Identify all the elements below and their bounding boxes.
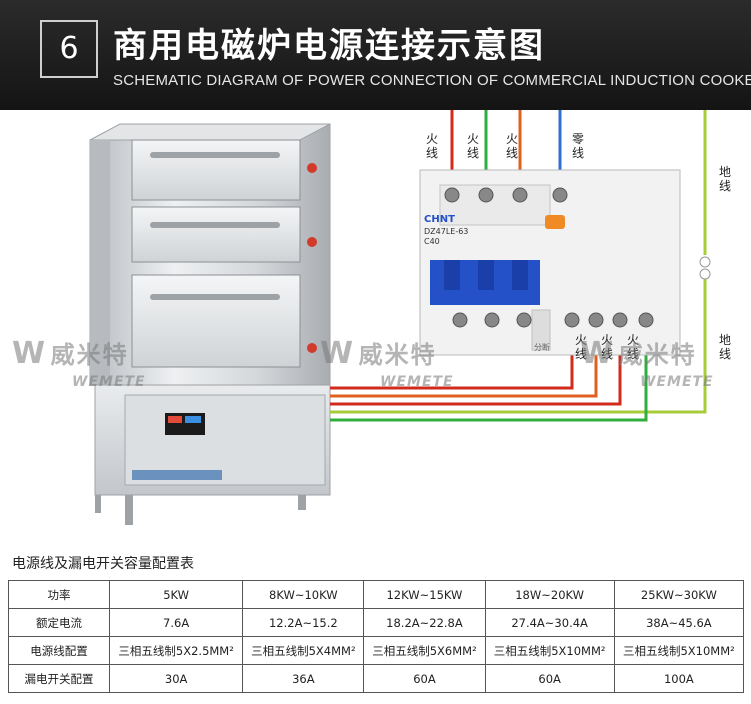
table-cell: 100A — [613, 664, 745, 693]
table-cell: 三相五线制5X10MM² — [484, 636, 615, 665]
table-title: 电源线及漏电开关容量配置表 — [12, 556, 194, 572]
table-cell: 36A — [242, 664, 365, 693]
header-banner: 6 商用电磁炉电源连接示意图 SCHEMATIC DIAGRAM OF POWE… — [0, 0, 751, 110]
table-cell: 27.4A~30.4A — [484, 608, 615, 637]
table-cell: 7.6A — [108, 608, 244, 637]
terminal-label-fire-3: 火线 — [626, 333, 639, 361]
table-cell: 18.2A~22.8A — [363, 608, 486, 637]
table-cell: 12.2A~15.2 — [242, 608, 365, 637]
table-cell: 30A — [108, 664, 244, 693]
test-button — [545, 215, 565, 229]
table-cell: 60A — [363, 664, 486, 693]
table-cell: 三相五线制5X2.5MM² — [108, 636, 244, 665]
watermark-logo-1: W 威米特 WEMETE — [12, 336, 146, 390]
breaker-side-text: 分断 — [534, 343, 550, 352]
steamer-drawer-bottom — [131, 274, 317, 368]
terminal-label-fire-2: 火线 — [600, 333, 613, 361]
terminal-label-fire-1: 火线 — [574, 333, 587, 361]
page-subtitle: SCHEMATIC DIAGRAM OF POWER CONNECTION OF… — [113, 72, 751, 89]
wire-label-ground-top: 地线 — [718, 165, 731, 193]
row-header: 功率 — [8, 580, 110, 609]
induction-cooker-cabinet — [89, 123, 331, 525]
breaker-rating: C40 — [424, 237, 440, 246]
page-title: 商用电磁炉电源连接示意图 — [113, 26, 545, 66]
ground-terminal — [699, 256, 711, 268]
table-cell: 三相五线制5X6MM² — [363, 636, 486, 665]
wire-label-fire-2: 火线 — [466, 132, 479, 160]
row-header: 额定电流 — [8, 608, 110, 637]
row-header: 漏电开关配置 — [8, 664, 110, 693]
table-cell: 8KW~10KW — [242, 580, 365, 609]
table-cell: 三相五线制5X10MM² — [613, 636, 745, 665]
steamer-drawer-top — [131, 139, 317, 201]
terminal-label-ground: 地线 — [718, 333, 731, 361]
section-number: 6 — [40, 20, 98, 78]
connection-diagram: CHNT DZ47LE-63 C40 分断 火线 火线 火线 零线 地线 火线 … — [0, 110, 751, 540]
leakage-circuit-breaker — [419, 169, 681, 356]
breaker-brand: CHNT — [424, 214, 455, 225]
table-cell: 18W~20KW — [484, 580, 615, 609]
diagram-drawing — [89, 110, 711, 525]
breaker-model: DZ47LE-63 — [424, 227, 469, 236]
table-cell: 38A~45.6A — [613, 608, 745, 637]
steamer-drawer-middle — [131, 206, 317, 263]
wire-label-fire-1: 火线 — [425, 132, 438, 160]
watermark-logo-2: W 威米特 WEMETE — [320, 336, 454, 390]
table-cell: 25KW~30KW — [613, 580, 745, 609]
row-header: 电源线配置 — [8, 636, 110, 665]
wire-label-neutral: 零线 — [571, 132, 584, 160]
watermark-logo-3: W 威米特 WEMETE — [580, 336, 714, 390]
table-cell: 60A — [484, 664, 615, 693]
wire-label-fire-3: 火线 — [505, 132, 518, 160]
ground-terminal — [699, 268, 711, 280]
table-cell: 5KW — [108, 580, 244, 609]
table-cell: 三相五线制5X4MM² — [242, 636, 365, 665]
table-cell: 12KW~15KW — [363, 580, 486, 609]
